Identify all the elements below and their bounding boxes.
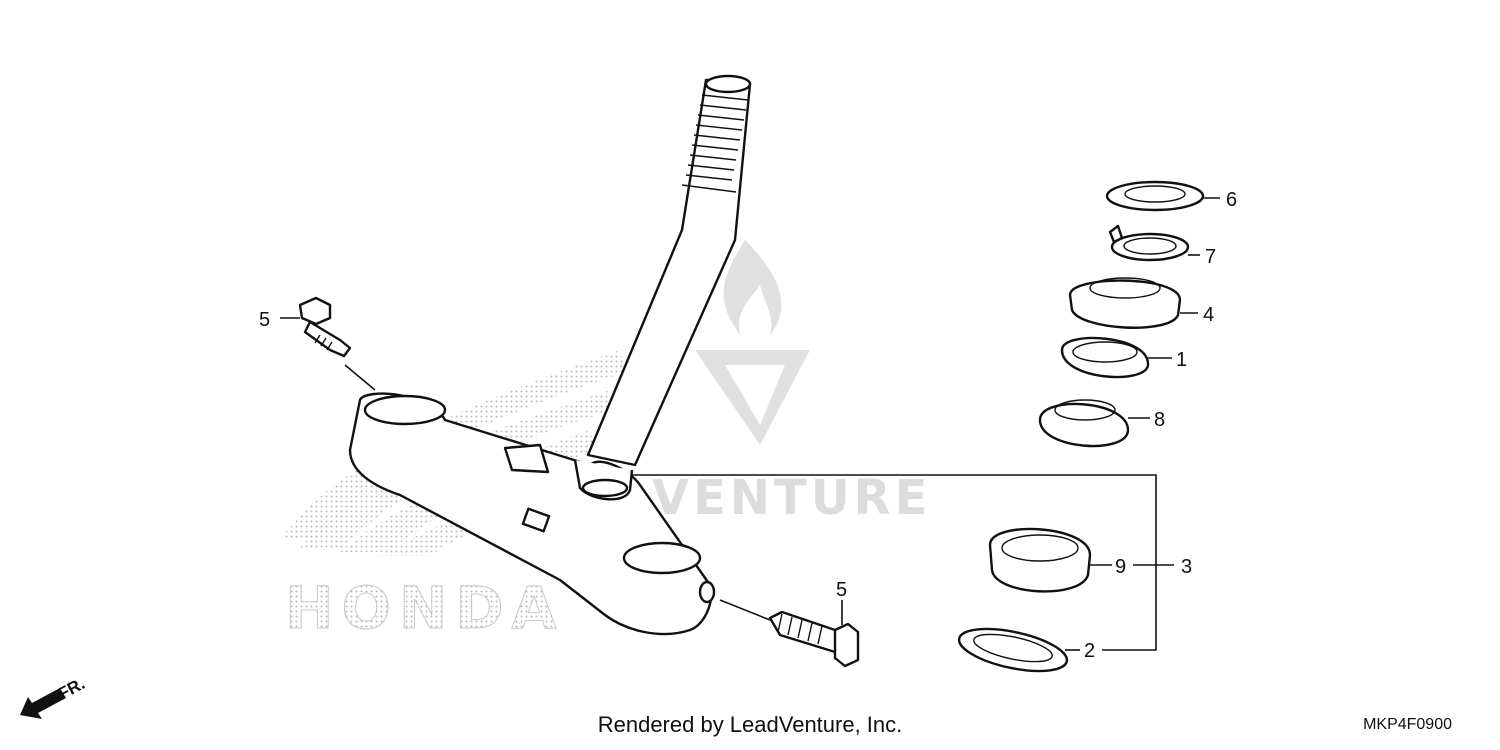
bolt-lower [768,610,860,668]
leadventure-watermark: DVENTURE [608,240,927,526]
lock-washer-7 [1108,224,1190,262]
flame-logo-icon [723,240,782,335]
callouts: 5 5 6 7 4 1 8 9 3 2 [259,189,1237,662]
bolt-upper [298,296,352,358]
adjusting-nut-4 [1068,277,1182,329]
lock-nut-6 [1105,180,1205,212]
callout-5-upper: 5 [259,309,270,331]
callout-4: 4 [1203,304,1214,326]
upper-bearing-8 [1038,399,1130,448]
dust-seal-2 [957,627,1069,673]
steering-stem [586,74,752,467]
diagram-code: MKP4F0900 [1363,716,1452,733]
rendered-by-footer: Rendered by LeadVenture, Inc. [597,712,903,737]
lower-bearing-9 [988,527,1092,593]
callout-2: 2 [1084,640,1095,662]
callout-6: 6 [1226,189,1237,211]
callout-3: 3 [1181,556,1192,578]
callout-8: 8 [1154,409,1165,431]
leader-lines [280,197,1220,651]
honda-watermark-text: HONDA [285,574,564,642]
callout-7: 7 [1205,246,1216,268]
dust-seal-1 [1060,336,1150,379]
callout-1: 1 [1176,349,1187,371]
callout-9: 9 [1115,556,1126,578]
bottom-bridge [348,392,716,636]
callout-5-lower: 5 [836,579,847,601]
